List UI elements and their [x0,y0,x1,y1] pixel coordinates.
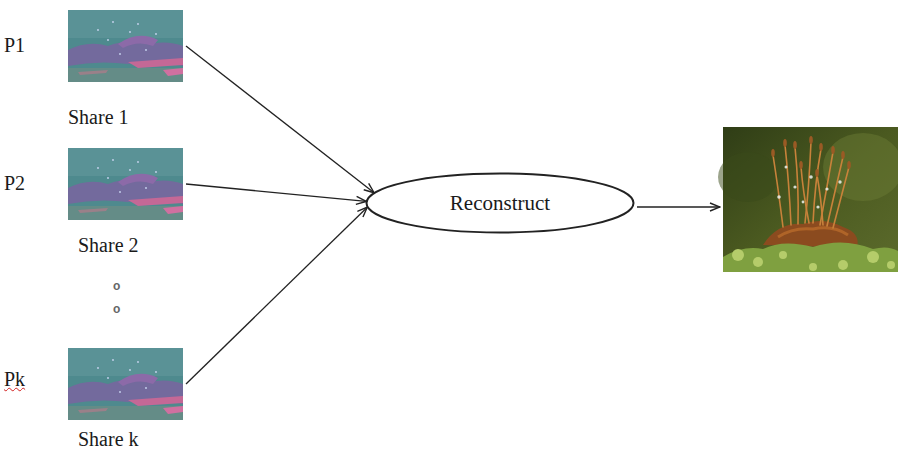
share-image [68,348,183,420]
share-image [68,148,183,220]
connector-arrow [186,46,374,193]
share-caption: Share 1 [68,106,129,129]
ellipsis-dot: o [113,303,120,315]
share-node: P1Share 1 [0,8,186,132]
share-node: PkShare k [0,346,186,454]
share-caption: Share k [78,428,139,451]
participant-label: P2 [4,172,25,195]
process-label: Reconstruct [450,191,550,215]
process-ellipse: Reconstruct [365,172,635,234]
connector-arrow [186,207,367,384]
participant-label: P1 [4,34,25,57]
participant-label: Pk [4,368,25,391]
reconstructed-image [718,127,898,272]
share-node: P2Share 2 [0,146,186,262]
output-arrow [637,206,720,207]
connector-arrow [186,184,366,201]
ellipsis-dot: o [113,280,120,292]
share-caption: Share 2 [78,234,139,257]
share-image [68,10,183,82]
